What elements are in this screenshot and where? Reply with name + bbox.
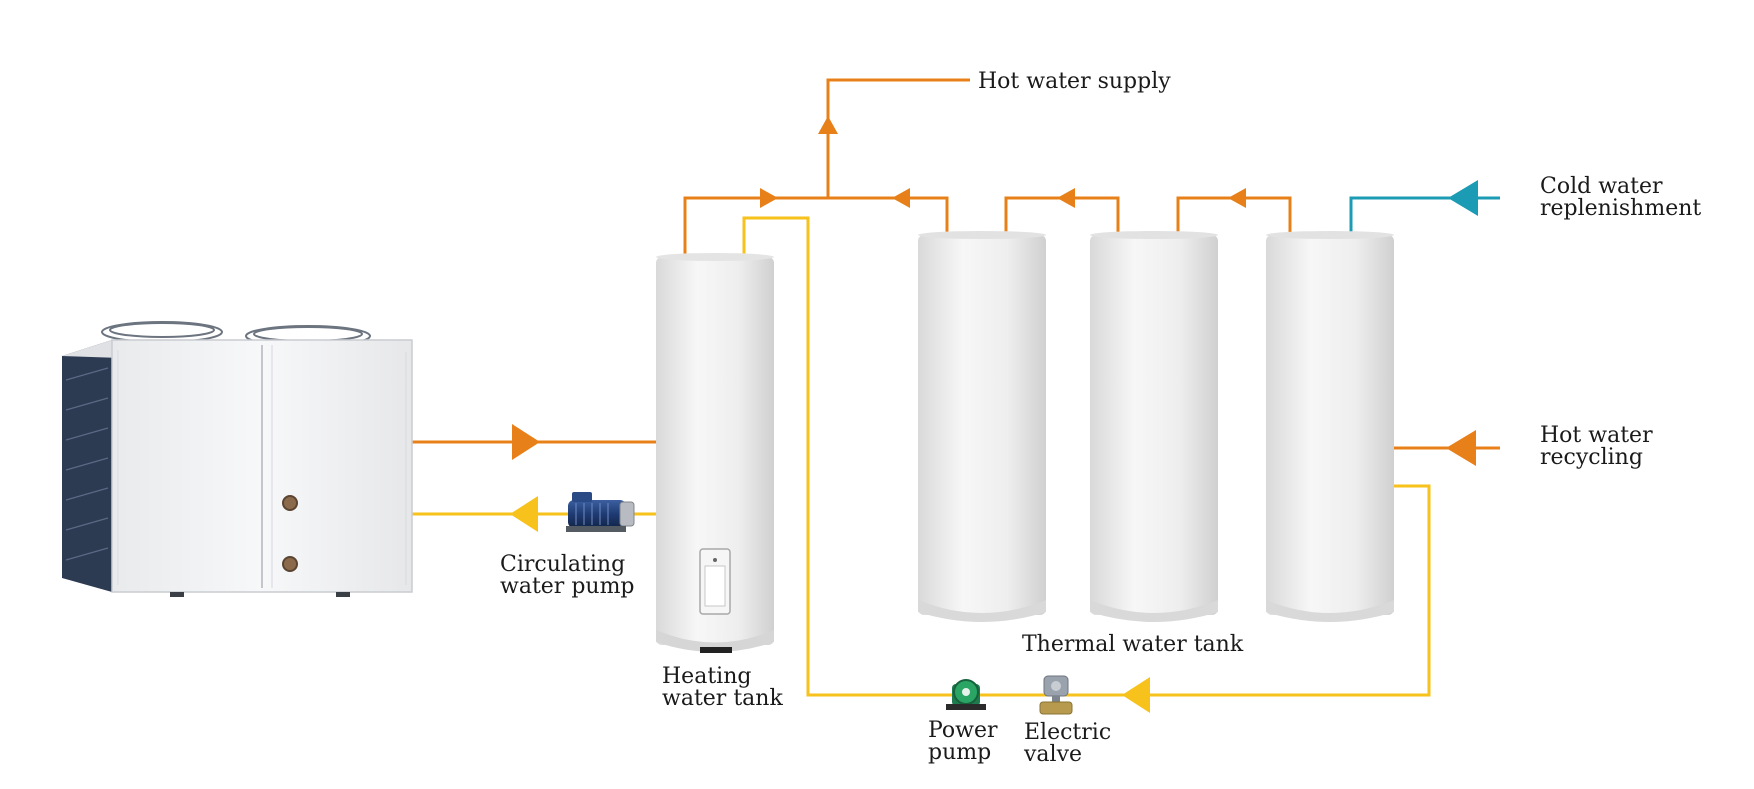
arrow-left-icon (1446, 430, 1476, 466)
hot-pipe-tank1-tank2 (1004, 196, 1120, 233)
arrow-left-icon (1057, 188, 1075, 208)
cold-water-replenishment-label: Cold water replenishment (1540, 174, 1701, 221)
hot-pipe-supply-riser (826, 78, 970, 198)
power-pump-label: Power pump (928, 718, 1005, 765)
hot-pipe-heating-tank-outlet (683, 196, 949, 257)
arrow-right-icon (760, 188, 778, 208)
arrow-left-icon (1228, 188, 1246, 208)
heating-water-tank-label: Heating water tank (662, 664, 783, 711)
thermal-water-tank-3 (1266, 231, 1394, 622)
hot-water-supply-label: Hot water supply (978, 69, 1171, 94)
unit-port-inlet (282, 556, 298, 572)
arrow-up-icon (818, 116, 838, 134)
arrow-left-icon (1448, 180, 1478, 216)
flow-arrows (510, 116, 1478, 713)
unit-side-grille (62, 340, 112, 592)
heat-pump-unit-icon (62, 321, 413, 597)
arrow-right-icon (512, 424, 540, 460)
return-pipe-loop (742, 216, 1431, 697)
hot-water-recycling-label: Hot water recycling (1540, 423, 1660, 470)
unit-port-outlet (282, 495, 298, 511)
hot-pipe-tank2-tank3 (1176, 196, 1292, 233)
arrow-left-icon (1122, 677, 1150, 713)
diagram-labels: Hot water supply Cold water replenishmen… (500, 69, 1701, 767)
circulating-water-pump-label: Circulating water pump (500, 552, 635, 599)
arrow-left-icon (510, 496, 538, 532)
thermal-water-tank-2 (1090, 231, 1218, 622)
heating-water-tank (656, 253, 774, 653)
electric-valve-icon (1039, 675, 1073, 715)
arrow-left-icon (892, 188, 910, 208)
power-pump-icon (946, 679, 986, 710)
circulating-pump-icon (566, 492, 635, 532)
thermal-water-tank-1 (918, 231, 1046, 622)
electric-valve-label: Electric valve (1023, 720, 1118, 767)
thermal-water-tank-label: Thermal water tank (1022, 632, 1244, 657)
